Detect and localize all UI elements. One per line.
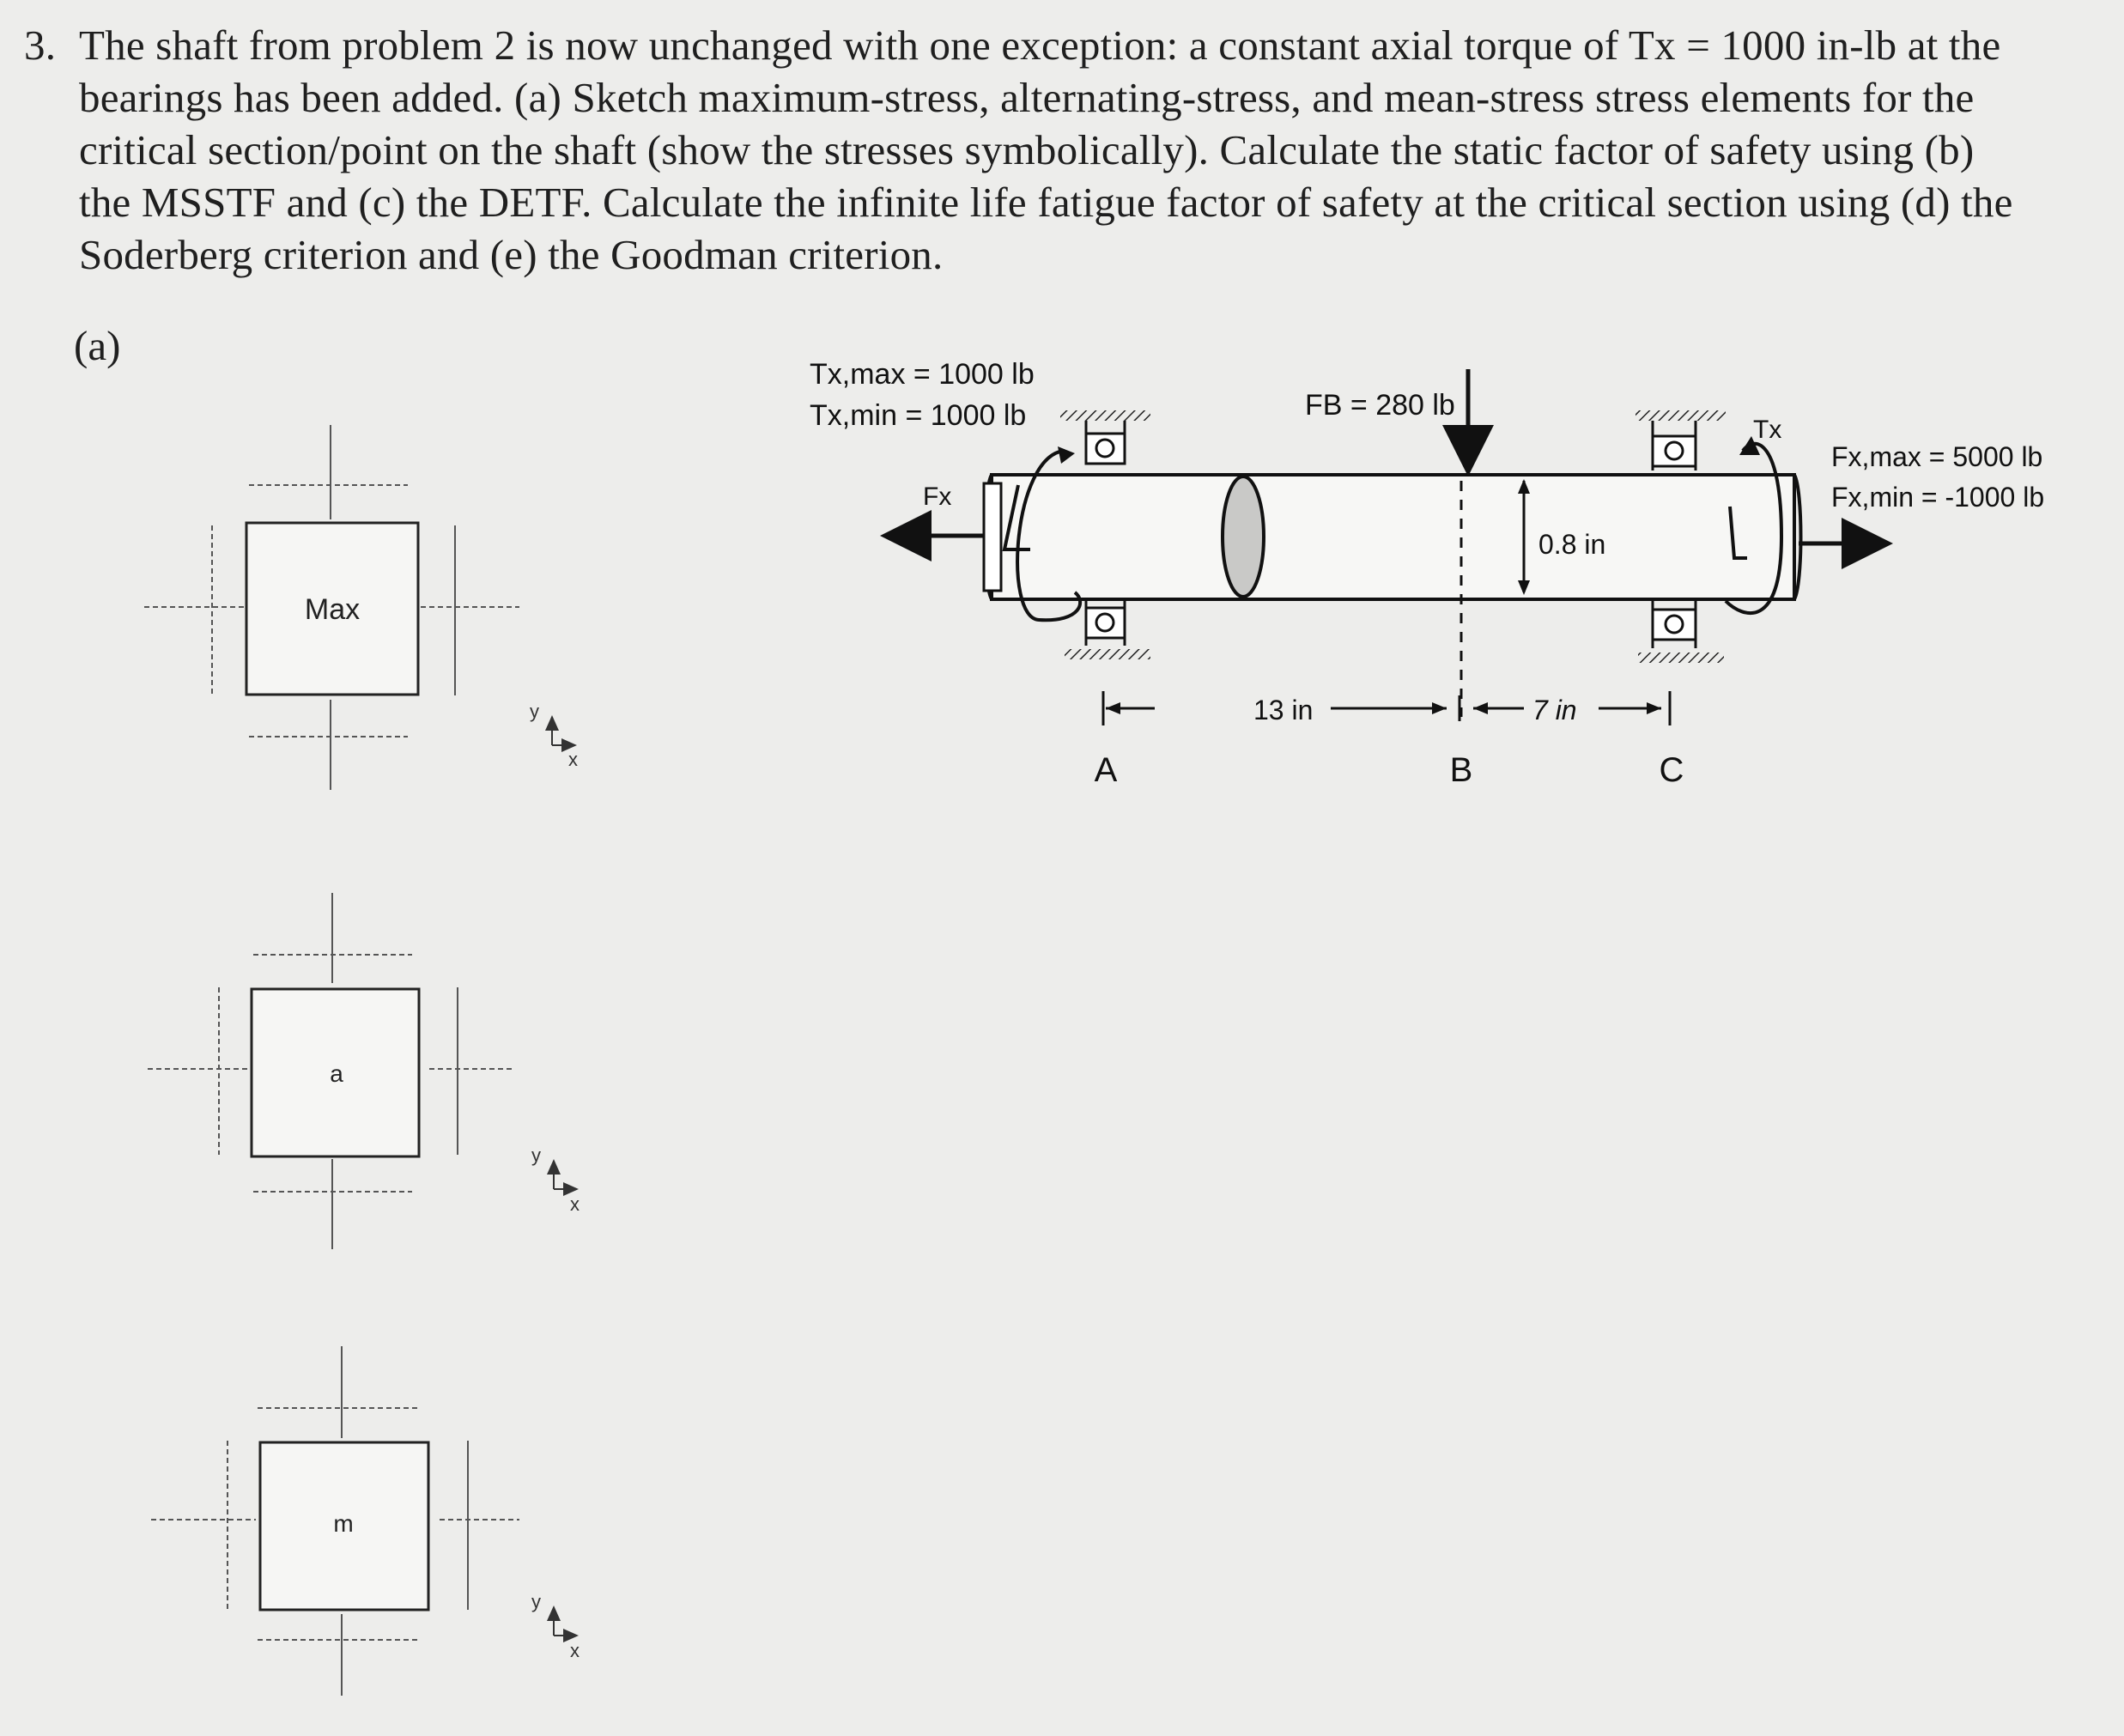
part-a-label: (a) bbox=[74, 322, 121, 369]
torque-min-label: Tx,min = 1000 lb bbox=[810, 399, 1026, 432]
axis-y-label: y bbox=[531, 1144, 541, 1166]
axis-y-label: y bbox=[531, 1591, 541, 1612]
point-b-label: B bbox=[1450, 751, 1473, 789]
axes-icon bbox=[545, 715, 577, 752]
point-c-label: C bbox=[1660, 751, 1684, 789]
axis-y-label: y bbox=[530, 701, 539, 722]
diameter-label: 0.8 in bbox=[1538, 529, 1605, 560]
problem-number: 3. bbox=[24, 21, 57, 69]
tx-right-label: Tx bbox=[1753, 416, 1781, 444]
axes-icon bbox=[547, 1605, 579, 1642]
stress-element-max-label: Max bbox=[305, 593, 360, 626]
right-torque-icon bbox=[1724, 441, 1784, 616]
axis-x-label: x bbox=[568, 749, 578, 770]
fb-label: FB = 280 lb bbox=[1305, 389, 1455, 422]
fx-min-label: Fx,min = -1000 lb bbox=[1831, 482, 2044, 513]
stress-element-max bbox=[144, 425, 519, 790]
fx-left-label: Fx bbox=[923, 483, 951, 511]
left-torque-icon bbox=[1016, 449, 1083, 622]
bearing-c bbox=[1635, 410, 1726, 663]
fx-max-label: Fx,max = 5000 lb bbox=[1831, 441, 2042, 472]
dim-ab-label: 13 in bbox=[1253, 695, 1313, 725]
axis-x-label: x bbox=[570, 1193, 580, 1215]
bearing-a bbox=[1060, 410, 1150, 659]
problem-statement: 3. The shaft from problem 2 is now uncha… bbox=[24, 19, 2024, 281]
axis-x-label: x bbox=[570, 1640, 580, 1661]
shaft-body bbox=[982, 473, 1803, 601]
dim-bc-label: 7 in bbox=[1532, 695, 1577, 725]
axes-icon bbox=[547, 1159, 579, 1196]
stress-element-mean-label: m bbox=[333, 1510, 353, 1537]
torque-max-label: Tx,max = 1000 lb bbox=[810, 358, 1035, 391]
stress-element-alternating-label: a bbox=[330, 1060, 343, 1087]
problem-text: The shaft from problem 2 is now unchange… bbox=[79, 21, 2013, 278]
stress-element-alternating bbox=[148, 893, 515, 1249]
point-a-label: A bbox=[1095, 751, 1118, 789]
stress-element-mean bbox=[151, 1346, 519, 1696]
